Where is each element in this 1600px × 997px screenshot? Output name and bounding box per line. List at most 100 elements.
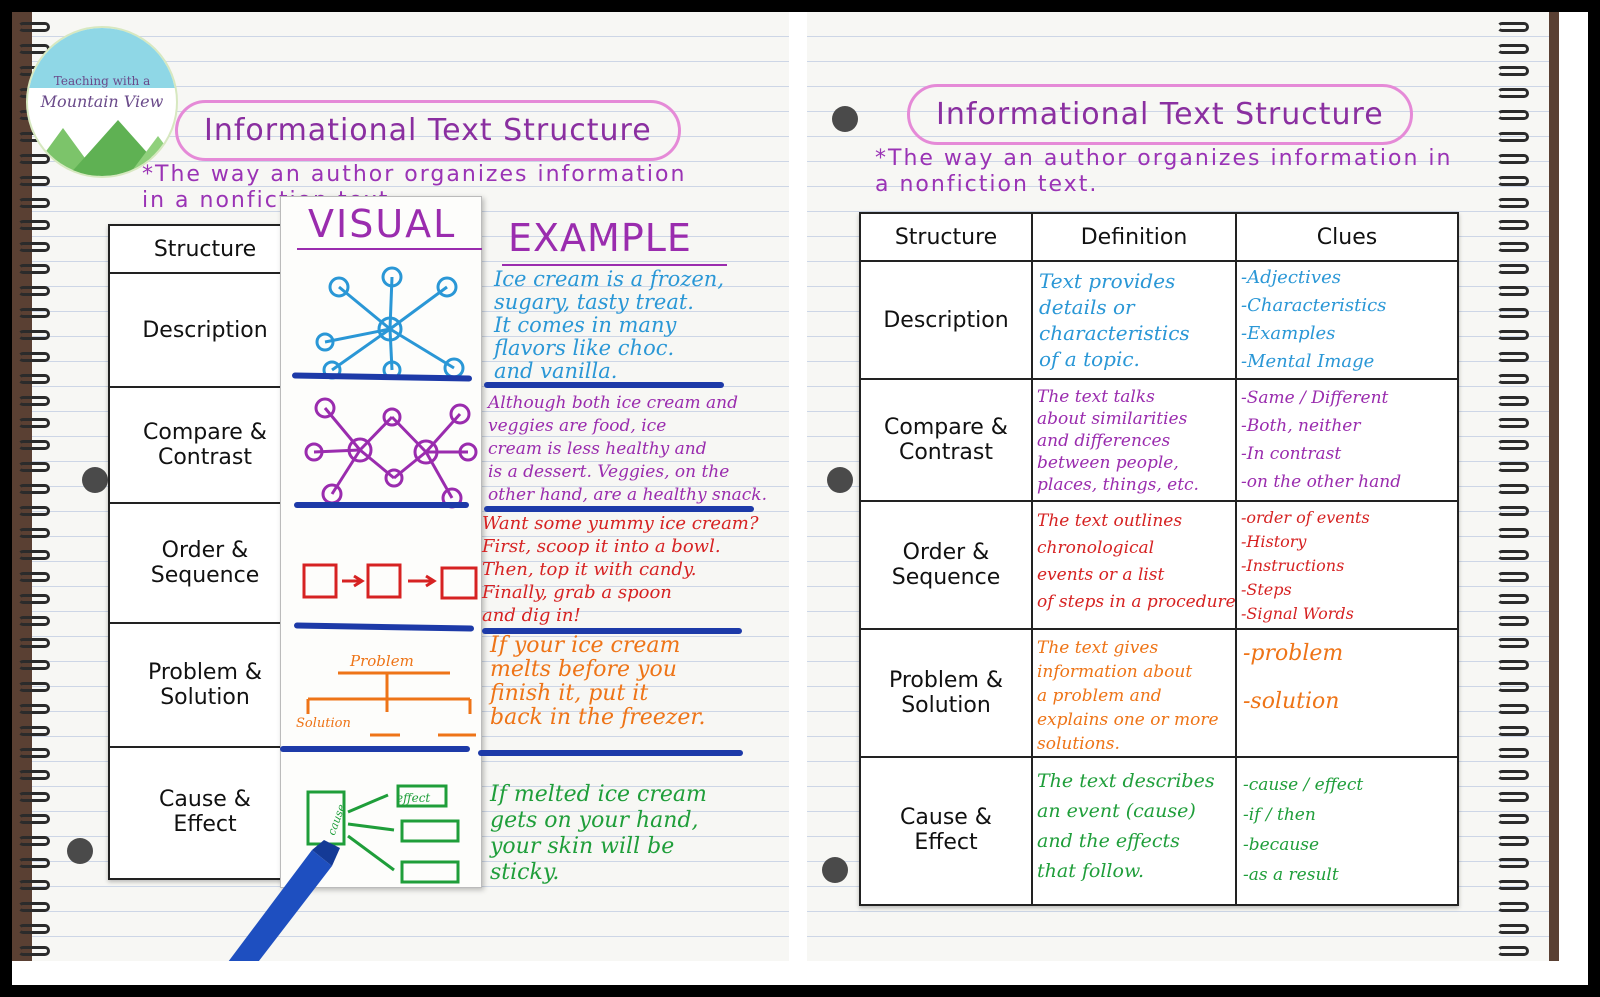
structure-table: Structure Description Compare & Contrast…	[108, 224, 302, 880]
structure-compare: Compare & Contrast	[884, 415, 1008, 465]
clues-order: -order of events -History -Instructions …	[1241, 508, 1370, 623]
spiral-ring	[1497, 132, 1529, 142]
cause-effect-icon	[306, 784, 460, 884]
definition-description: Text provides details or characteristics…	[1039, 269, 1190, 371]
spiral-ring	[1497, 242, 1529, 252]
spiral-ring	[18, 198, 50, 208]
spiral-ring	[18, 660, 50, 670]
spiral-ring	[1497, 660, 1529, 670]
spiral-ring	[18, 924, 50, 934]
effect-label: effect	[396, 791, 430, 805]
spiral-ring	[18, 946, 50, 956]
spiral-ring	[1497, 946, 1529, 956]
structure-problem: Problem & Solution	[147, 660, 263, 710]
spiral-ring	[18, 220, 50, 230]
spiral-ring	[1497, 550, 1529, 560]
spiral-ring	[18, 440, 50, 450]
spiral-ring	[18, 330, 50, 340]
spiral-ring	[18, 880, 50, 890]
header-definition: Definition	[1080, 224, 1188, 250]
spiral-ring	[18, 836, 50, 846]
example-cause: If melted ice cream gets on your hand, y…	[490, 782, 707, 885]
example-problem: If your ice cream melts before you finis…	[490, 633, 706, 730]
spiral-ring	[1497, 440, 1529, 450]
page-title: Informational Text Structure	[175, 100, 681, 161]
spiral-ring	[18, 858, 50, 868]
spiral-ring	[18, 726, 50, 736]
punch-hole	[827, 467, 853, 493]
spiral-ring	[1497, 638, 1529, 648]
example-description: Ice cream is a frozen, sugary, tasty tre…	[494, 267, 725, 383]
spiral-ring	[1497, 572, 1529, 582]
spiral-ring	[18, 792, 50, 802]
visual-flap	[280, 196, 482, 888]
spiral-ring	[1497, 594, 1529, 604]
structure-cause: Cause & Effect	[159, 787, 251, 837]
solution-label: Solution	[296, 716, 351, 731]
header-example: EXAMPLE	[508, 216, 692, 260]
spiral-ring	[1497, 154, 1529, 164]
punch-hole	[832, 106, 858, 132]
visual-organizers: Problem Solution effect cause	[296, 266, 478, 884]
spiral-ring	[1497, 44, 1529, 54]
spiral-ring	[18, 594, 50, 604]
definition-compare: The text talks about similarities and di…	[1037, 387, 1199, 495]
header-clues: Clues	[1316, 224, 1378, 250]
example-compare: Although both ice cream and veggies are …	[488, 393, 767, 505]
example-order: Want some yummy ice cream? First, scoop …	[482, 513, 759, 626]
spiral-ring	[1497, 616, 1529, 626]
spiral-ring	[1497, 176, 1529, 186]
header-visual: VISUAL	[308, 202, 457, 246]
spiral-ring	[1497, 748, 1529, 758]
spiral-ring	[18, 506, 50, 516]
punch-hole	[67, 838, 93, 864]
spiral-ring	[1497, 506, 1529, 516]
spiral-ring	[1497, 220, 1529, 230]
spiral-ring	[1497, 902, 1529, 912]
spiral-ring	[18, 572, 50, 582]
spiral-ring	[18, 374, 50, 384]
spiral-ring	[1497, 836, 1529, 846]
spiral-ring	[18, 352, 50, 362]
problem-solution-icon	[306, 671, 476, 737]
definition-problem: The text gives information about a probl…	[1037, 638, 1219, 754]
clues-description: -Adjectives -Characteristics -Examples -…	[1241, 267, 1387, 372]
pen-icon	[228, 840, 340, 961]
spiral-ring	[1497, 770, 1529, 780]
definition-text: *The way an author organizes information…	[875, 146, 1453, 197]
structure-compare: Compare & Contrast	[143, 420, 267, 470]
spiral-ring	[1497, 286, 1529, 296]
spiral-ring	[1497, 858, 1529, 868]
spiral-ring	[1497, 484, 1529, 494]
spiral-ring	[18, 462, 50, 472]
spiral-ring	[1497, 110, 1529, 120]
spiral-ring	[1497, 704, 1529, 714]
mountain-icon	[28, 120, 176, 176]
logo-line2: Mountain View	[40, 92, 164, 111]
spiral-ring	[1497, 924, 1529, 934]
punch-hole	[82, 467, 108, 493]
structure-description: Description	[142, 317, 268, 343]
spiral-ring	[1497, 88, 1529, 98]
spiral-ring	[18, 616, 50, 626]
spiral-ring	[1497, 66, 1529, 76]
definition-order: The text outlines chronological events o…	[1037, 511, 1236, 612]
spiral-ring	[1497, 374, 1529, 384]
spiral-ring	[1497, 352, 1529, 362]
punch-hole	[822, 857, 848, 883]
logo-line1: Teaching with a	[53, 74, 151, 88]
spiral-ring	[18, 704, 50, 714]
sequence-icon	[302, 563, 478, 600]
header-structure: Structure	[894, 224, 998, 250]
spiral-ring	[1497, 264, 1529, 274]
clues-cause: -cause / effect -if / then -because -as …	[1243, 775, 1364, 885]
structure-description: Description	[883, 307, 1009, 333]
spiral-ring	[1497, 880, 1529, 890]
structure-definition-clues-table: Structure Definition Clues Description C…	[859, 212, 1459, 906]
header-structure: Structure	[153, 236, 257, 262]
left-photo: Teaching with a Mountain View Informatio…	[12, 12, 789, 961]
web-icon	[315, 266, 465, 380]
spiral-ring	[1497, 22, 1529, 32]
problem-label: Problem	[349, 652, 414, 670]
spiral-ring	[1497, 814, 1529, 824]
